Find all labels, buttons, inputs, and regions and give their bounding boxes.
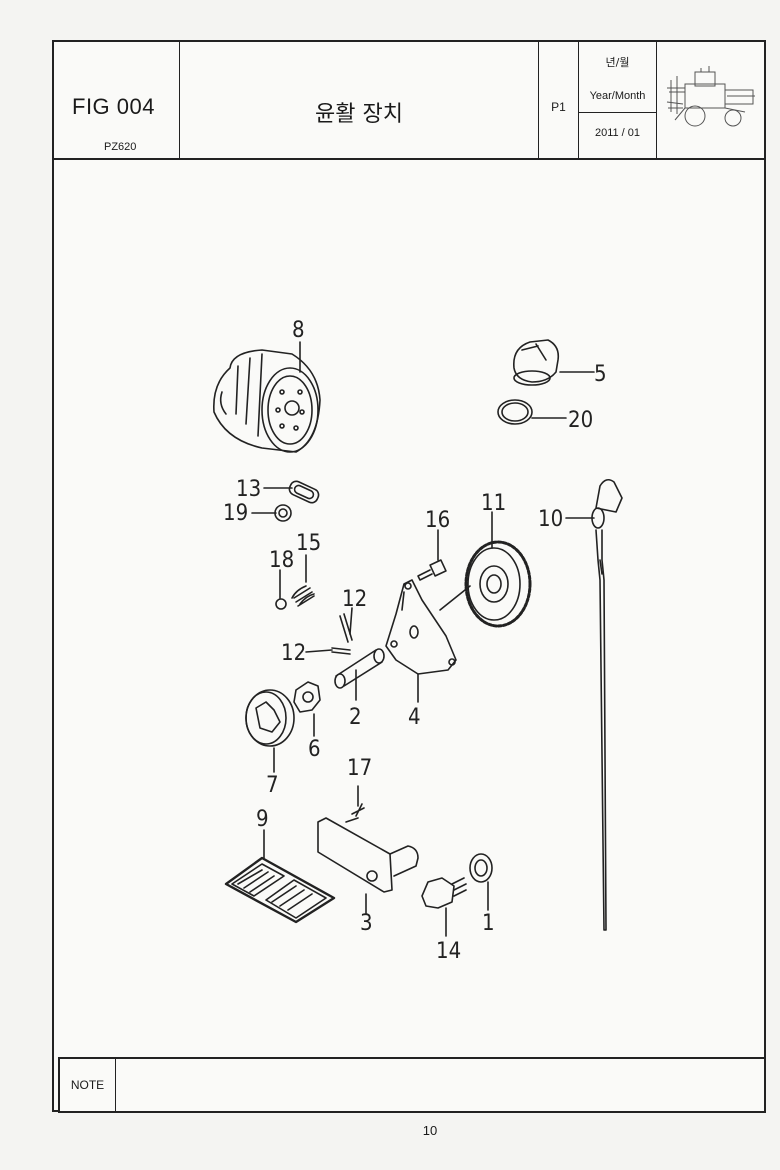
callout-6: 6 bbox=[308, 737, 321, 762]
model-number: PZ620 bbox=[104, 141, 137, 153]
callout-11: 11 bbox=[481, 491, 506, 516]
bolt bbox=[417, 559, 447, 581]
callout-15: 15 bbox=[296, 531, 321, 556]
callout-5: 5 bbox=[594, 362, 607, 387]
dipstick bbox=[591, 478, 623, 931]
outer-rotor bbox=[245, 689, 295, 773]
callout-12-upper: 12 bbox=[342, 587, 367, 612]
drain-plug bbox=[421, 877, 467, 937]
date-value: 2011 / 01 bbox=[594, 127, 641, 139]
washer bbox=[274, 504, 292, 522]
callout-1: 1 bbox=[482, 911, 495, 936]
page-cell: P1 bbox=[539, 42, 579, 158]
date-cell: 년/월 Year/Month 2011 / 01 bbox=[579, 42, 657, 158]
callout-3: 3 bbox=[360, 911, 373, 936]
o-ring bbox=[497, 399, 533, 425]
inner-rotor bbox=[293, 681, 321, 737]
title-block: FIG 004 PZ620 윤활 장치 P1 년/월 Year/Month 20… bbox=[54, 42, 764, 160]
screw bbox=[345, 803, 365, 823]
callout-18: 18 bbox=[269, 548, 294, 573]
callout-12-lower: 12 bbox=[281, 641, 306, 666]
date-label-korean: 년/월 bbox=[605, 56, 630, 69]
callout-2: 2 bbox=[349, 705, 362, 730]
figure-cell: FIG 004 PZ620 bbox=[54, 42, 180, 158]
pin bbox=[331, 647, 351, 655]
drawing-frame: FIG 004 PZ620 윤활 장치 P1 년/월 Year/Month 20… bbox=[52, 40, 766, 1112]
callout-10: 10 bbox=[538, 507, 563, 532]
callout-13: 13 bbox=[236, 477, 261, 502]
oil-pump-gear bbox=[439, 540, 532, 628]
callout-7: 7 bbox=[266, 773, 279, 798]
ball bbox=[275, 598, 287, 610]
pin bbox=[339, 613, 353, 643]
thumbnail-cell bbox=[657, 42, 764, 158]
callout-17: 17 bbox=[347, 756, 372, 781]
callout-8: 8 bbox=[292, 318, 305, 343]
note-box: NOTE bbox=[58, 1057, 766, 1113]
strainer-bracket bbox=[317, 817, 419, 915]
callout-16: 16 bbox=[425, 508, 450, 533]
oil-filler-cap bbox=[513, 339, 560, 386]
date-label-english: Year/Month bbox=[579, 90, 656, 113]
title-cell: 윤활 장치 bbox=[180, 42, 539, 158]
oil-strainer bbox=[224, 829, 336, 924]
page-number: 10 bbox=[422, 1123, 438, 1138]
callout-14: 14 bbox=[436, 939, 461, 964]
callout-20: 20 bbox=[568, 408, 593, 433]
pump-cover bbox=[385, 579, 457, 703]
figure-number: FIG 004 bbox=[72, 94, 155, 119]
callout-4: 4 bbox=[408, 705, 421, 730]
callout-19: 19 bbox=[223, 501, 248, 526]
gasket bbox=[288, 480, 320, 504]
note-label: NOTE bbox=[60, 1059, 116, 1111]
page-ref: P1 bbox=[551, 100, 566, 114]
callout-labels: 8 5 20 13 19 16 11 10 18 15 12 12 2 4 6 … bbox=[223, 318, 607, 964]
shaft bbox=[334, 648, 385, 701]
figure-title: 윤활 장치 bbox=[315, 102, 403, 127]
rice-transplanter-icon bbox=[666, 66, 755, 127]
oil-filter bbox=[213, 349, 321, 453]
callout-9: 9 bbox=[256, 807, 269, 832]
drain-washer bbox=[469, 853, 493, 883]
